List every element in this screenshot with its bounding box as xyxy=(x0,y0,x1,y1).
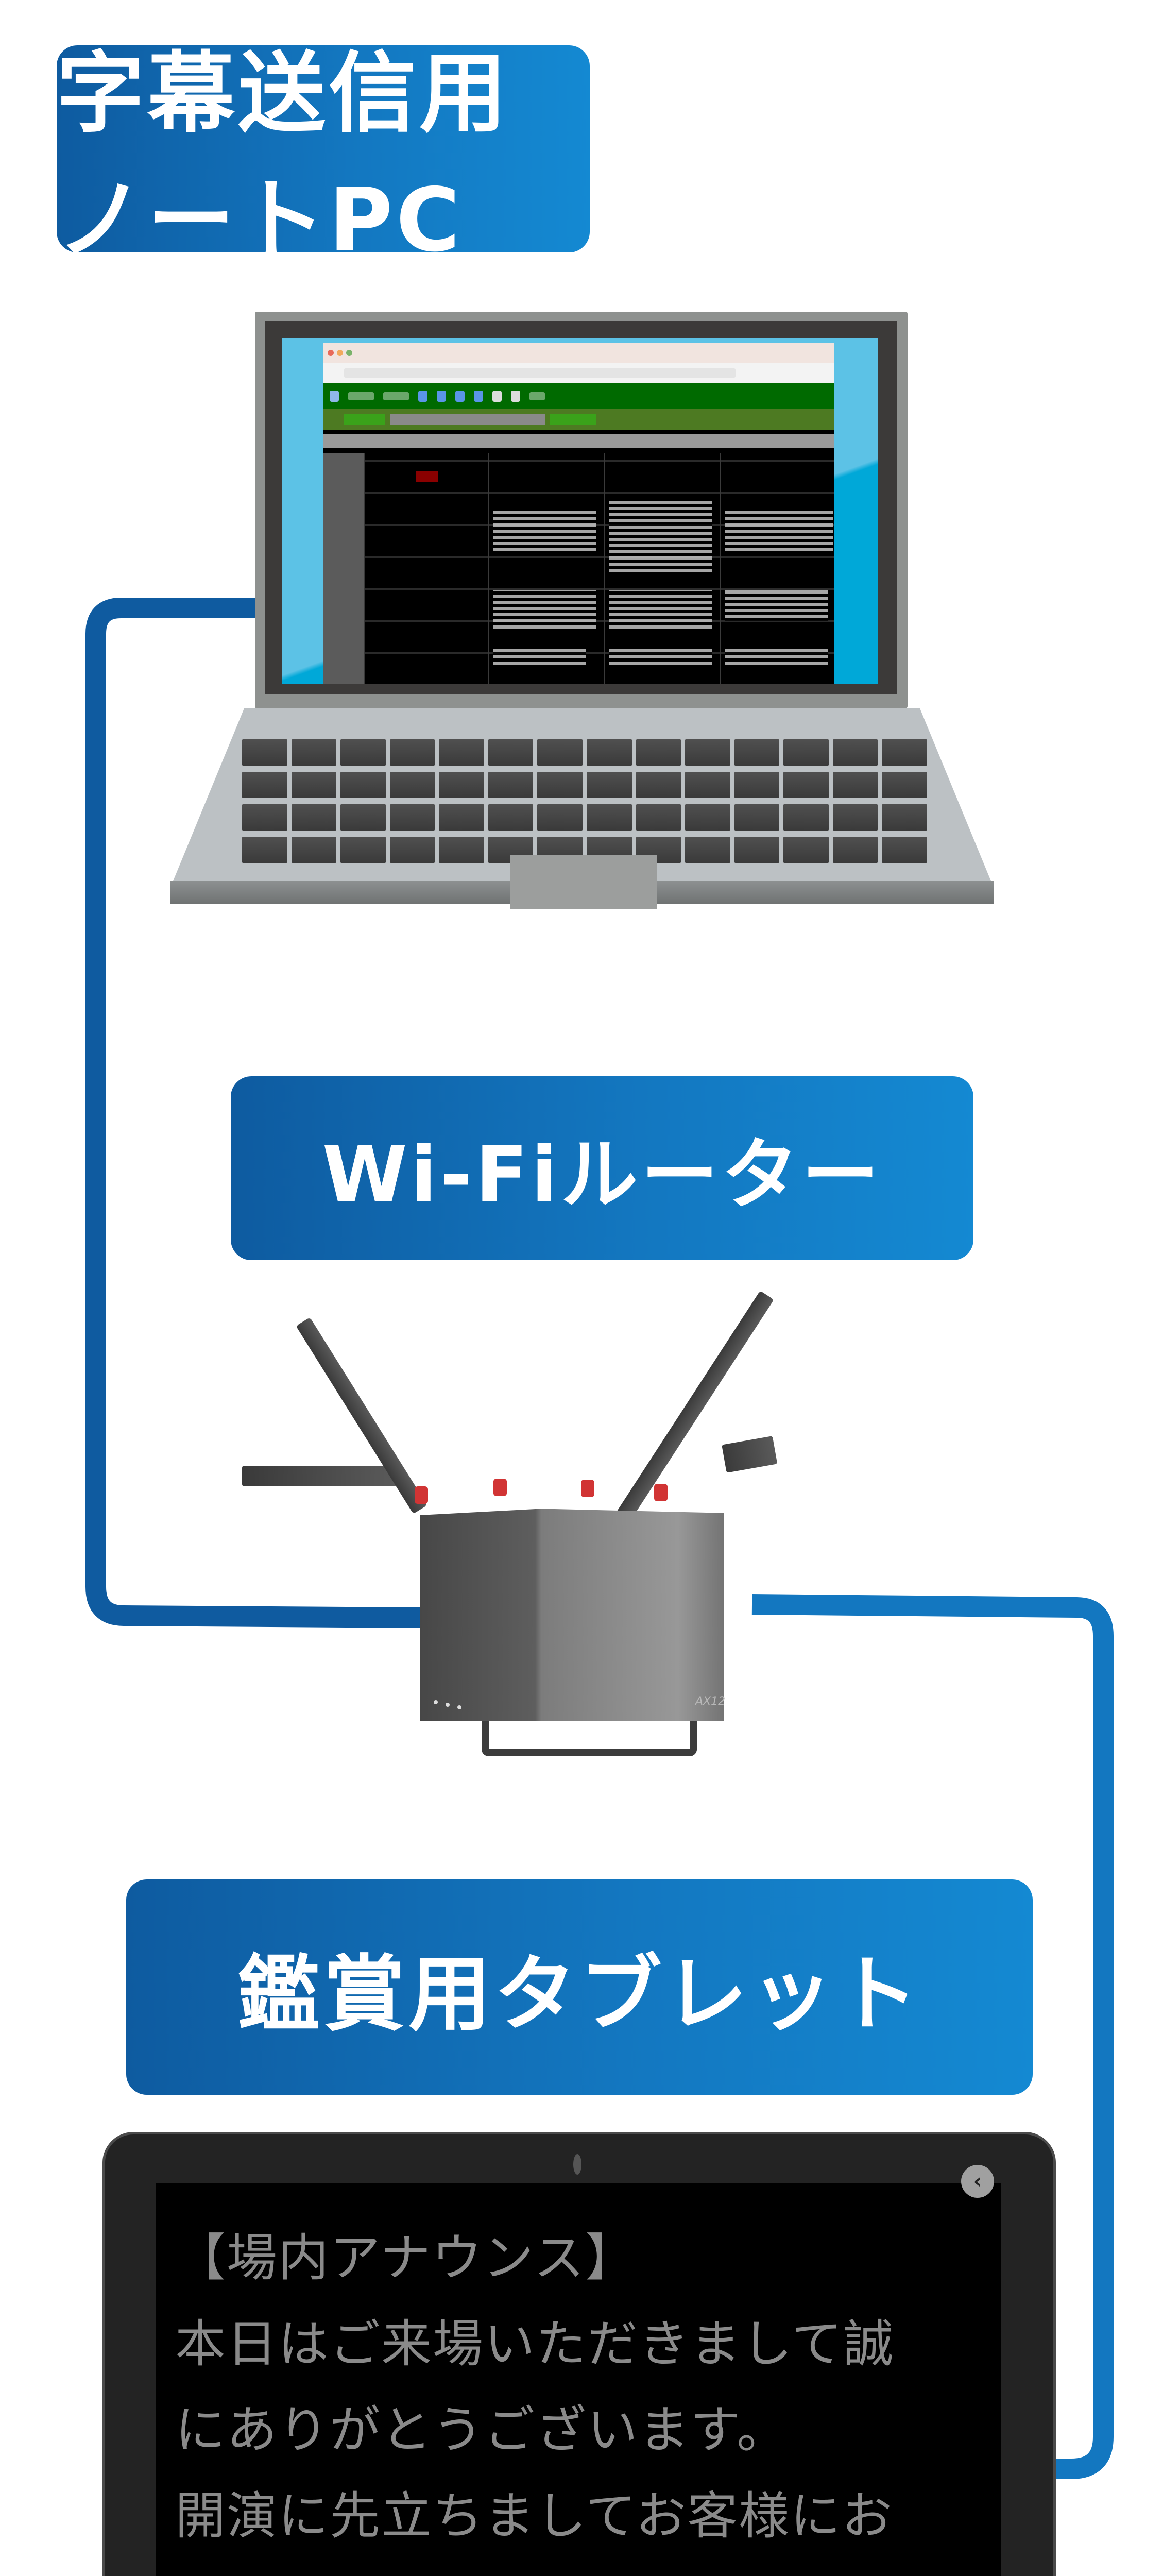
browser-address-bar xyxy=(323,363,834,383)
desktop-wallpaper xyxy=(282,338,878,684)
keyboard-key xyxy=(340,772,386,798)
wifi-router-illustration: AX12 xyxy=(242,1267,819,1762)
keyboard-key xyxy=(685,804,730,831)
subtitle-table xyxy=(323,453,834,684)
laptop-trackpad xyxy=(510,855,657,909)
subtitle-line: 本日はご来場いただきまして誠 xyxy=(175,2315,895,2374)
keyboard-key xyxy=(734,837,780,863)
close-dot-icon xyxy=(328,350,334,356)
keyboard-key xyxy=(439,739,484,766)
label-wifi-router-text: Wi-Fiルーター xyxy=(322,1130,882,1220)
keyboard-key xyxy=(488,804,534,831)
keyboard-key xyxy=(291,837,337,863)
wire-pc-to-router xyxy=(85,598,423,1628)
table-header xyxy=(323,434,834,448)
keyboard-key xyxy=(734,772,780,798)
keyboard-key xyxy=(291,804,337,831)
tablet-camera xyxy=(573,2154,582,2175)
subtitle-line: 願い申し上げます。 xyxy=(175,2560,979,2576)
router-body xyxy=(420,1509,724,1721)
keyboard-key xyxy=(832,804,878,831)
keyboard-key xyxy=(685,739,730,766)
subtitle-line: 【場内アナウンス】 xyxy=(175,2229,637,2287)
wire-router-to-tablet xyxy=(751,1594,1114,2479)
tablet-screen xyxy=(156,2183,1001,2576)
keyboard-key xyxy=(586,739,632,766)
keyboard-key xyxy=(783,837,829,863)
chevron-left-icon[interactable]: ‹ xyxy=(961,2165,994,2198)
subtitle-line: にありがとうございます。 xyxy=(175,2401,789,2460)
keyboard-key xyxy=(242,739,287,766)
label-viewing-tablet: 鑑賞用タブレット xyxy=(126,1879,1033,2095)
keyboard-key xyxy=(882,837,927,863)
keyboard-key xyxy=(832,739,878,766)
keyboard-key xyxy=(636,804,681,831)
browser-tab-bar xyxy=(323,343,834,363)
keyboard-key xyxy=(291,739,337,766)
keyboard-key xyxy=(439,837,484,863)
keyboard-key xyxy=(586,772,632,798)
subtitle-line: 開演に先立ちましてお客様にお xyxy=(175,2487,894,2546)
keyboard-key xyxy=(537,772,583,798)
highlighted-cell xyxy=(416,471,438,482)
keyboard-key xyxy=(439,772,484,798)
keyboard-key xyxy=(340,837,386,863)
keyboard-key xyxy=(389,837,435,863)
router-logo: AX12 xyxy=(695,1695,726,1708)
browser-window xyxy=(323,343,834,684)
laptop-illustration xyxy=(170,312,994,909)
keyboard-key xyxy=(586,804,632,831)
label-subtitle-pc: 字幕送信用ノートPC xyxy=(57,43,590,272)
keyboard-key xyxy=(882,739,927,766)
row-numbers xyxy=(323,453,364,684)
app-subbar xyxy=(323,409,834,430)
keyboard-key xyxy=(242,837,287,863)
app-toolbar xyxy=(323,383,834,409)
keyboard-key xyxy=(636,772,681,798)
keyboard-key xyxy=(734,804,780,831)
keyboard-key xyxy=(537,804,583,831)
keyboard-key xyxy=(882,804,927,831)
router-stand xyxy=(482,1721,697,1756)
keyboard-key xyxy=(242,772,287,798)
keyboard-key xyxy=(882,772,927,798)
keyboard-key xyxy=(832,772,878,798)
antenna-mid-right xyxy=(614,1291,774,1524)
keyboard-key xyxy=(783,772,829,798)
keyboard-key xyxy=(242,804,287,831)
keyboard-key xyxy=(685,837,730,863)
keyboard-key xyxy=(439,804,484,831)
keyboard-key xyxy=(783,804,829,831)
laptop-keyboard xyxy=(242,739,927,863)
antenna-left xyxy=(242,1466,397,1486)
laptop-bezel xyxy=(265,321,897,694)
keyboard-key xyxy=(537,739,583,766)
keyboard-key xyxy=(488,772,534,798)
laptop-lid xyxy=(255,312,908,708)
keyboard-key xyxy=(340,739,386,766)
keyboard-key xyxy=(685,772,730,798)
keyboard-key xyxy=(389,804,435,831)
keyboard-key xyxy=(783,739,829,766)
keyboard-key xyxy=(488,739,534,766)
label-wifi-router: Wi-Fiルーター xyxy=(231,1076,973,1260)
keyboard-key xyxy=(389,772,435,798)
keyboard-key xyxy=(291,772,337,798)
keyboard-key xyxy=(636,739,681,766)
subtitle-display: 【場内アナウンス】 本日はご来場いただきまして誠 にありがとうございます。 開演… xyxy=(175,2215,979,2576)
label-subtitle-pc-text: 字幕送信用ノートPC xyxy=(57,43,510,272)
label-viewing-tablet-text: 鑑賞用タブレット xyxy=(237,1946,921,2042)
keyboard-key xyxy=(340,804,386,831)
maximize-dot-icon xyxy=(346,350,352,356)
minimize-dot-icon xyxy=(337,350,343,356)
keyboard-key xyxy=(832,837,878,863)
antenna-right xyxy=(722,1436,778,1473)
keyboard-key xyxy=(734,739,780,766)
keyboard-key xyxy=(389,739,435,766)
